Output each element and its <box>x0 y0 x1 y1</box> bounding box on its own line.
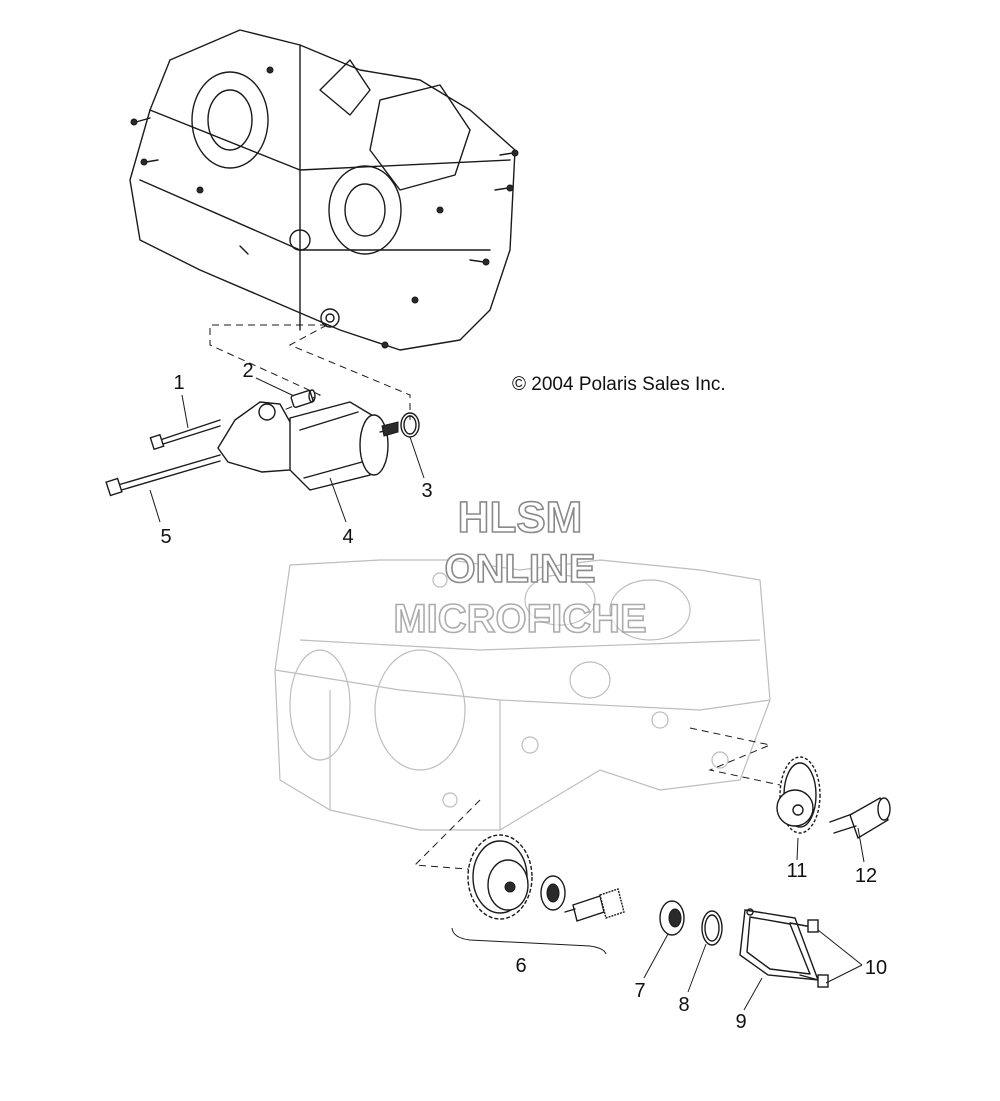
o-ring-starter <box>400 412 420 438</box>
copyright-notice: © 2004 Polaris Sales Inc. <box>512 374 726 395</box>
callout-5: 5 <box>160 526 171 548</box>
watermark-line-1: HLSM <box>458 493 583 542</box>
callout-1: 1 <box>173 372 184 394</box>
watermark-line-3: MICROFICHE <box>393 597 646 641</box>
callout-4: 4 <box>342 526 353 548</box>
leader-lines <box>149 377 865 1011</box>
cover-screws <box>789 919 829 988</box>
callout-6: 6 <box>515 955 526 977</box>
watermark: HLSM ONLINE MICROFICHE <box>393 492 648 642</box>
callout-10: 10 <box>865 957 887 979</box>
starter-bolt-short <box>149 419 221 451</box>
callout-2: 2 <box>242 360 253 382</box>
starter-motor <box>217 401 399 491</box>
dowel-pin <box>290 389 316 408</box>
gear-cover <box>739 908 820 981</box>
crankcase-upper <box>129 29 519 351</box>
callout-8: 8 <box>678 994 689 1016</box>
callout-7: 7 <box>634 980 645 1002</box>
callout-12: 12 <box>855 865 877 887</box>
pinion-shaft <box>564 888 625 922</box>
alignment-line-idler <box>689 727 781 786</box>
callout-11: 11 <box>787 860 808 882</box>
watermark-line-2: ONLINE <box>444 547 595 591</box>
callout-9: 9 <box>735 1011 746 1033</box>
starter-drive-gear <box>467 834 533 920</box>
engine-assembly-lower <box>274 559 771 831</box>
starter-bolt-long <box>105 454 221 497</box>
bearing <box>659 900 685 936</box>
o-ring-cover <box>701 910 723 946</box>
idler-shaft <box>829 796 891 840</box>
callouts: 1 2 3 4 5 6 7 8 9 10 11 12 <box>160 360 887 1033</box>
idler-gear <box>776 756 821 834</box>
alignment-line-upper <box>209 324 411 421</box>
callout-3: 3 <box>421 480 432 502</box>
thrust-washer <box>540 875 566 911</box>
alignment-line-gear <box>413 799 481 871</box>
